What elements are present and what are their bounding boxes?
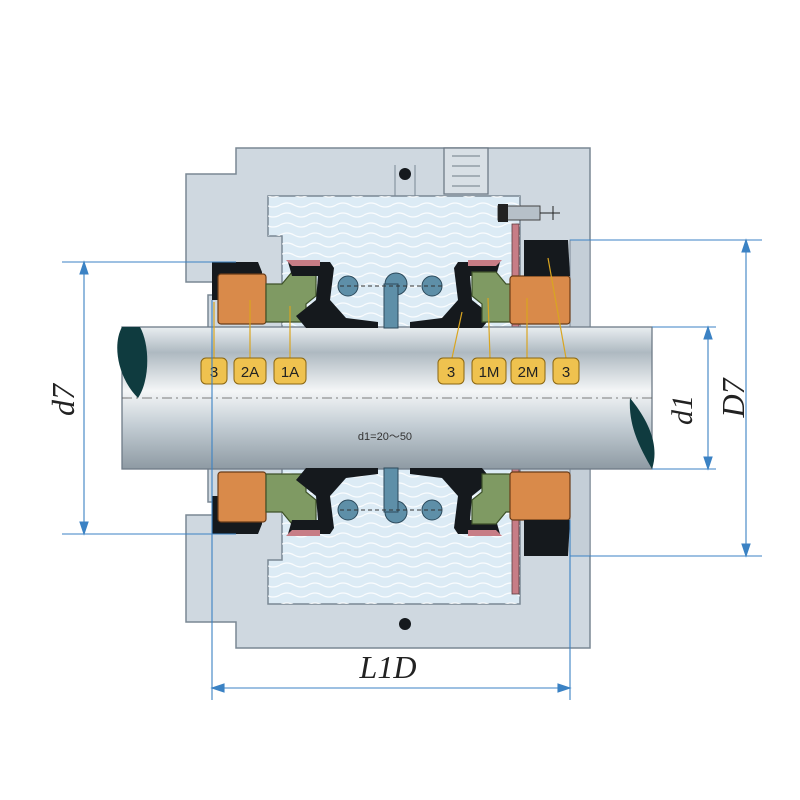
shaft-spec-text: d1=20～50 [358,431,412,443]
case-left-bottom [286,530,320,536]
label-2M: 2M [518,364,539,381]
seat-ring-2A-top [217,273,267,325]
label-3-mid: 3 [447,364,455,381]
bellows-right-top [410,262,500,328]
dim-label-d1: d1 [666,395,699,425]
label-badge-3-mid [437,357,465,385]
dim-label-L1D: L1D [359,649,417,685]
part-labels-right: 3 1M 2M 3 [437,357,580,385]
flush-port [443,147,489,195]
label-2A: 2A [241,364,259,381]
case-right-bottom [468,530,502,536]
bellows-right-bottom [410,468,500,534]
dimension-lines [62,238,762,700]
label-3-right: 3 [562,364,570,381]
case-right-top [468,260,502,266]
dim-label-D7: D7 [715,376,751,418]
label-1M: 1M [479,364,500,381]
seat-ring-2M-bottom [509,471,571,521]
shaft-break-right [629,398,655,469]
housing-oring-bottom [399,618,411,630]
seat-ring-2A-bottom [217,471,267,523]
spring-retainer-bottom [383,467,399,513]
shaft-break-left [117,327,148,398]
label-badge-3-left [200,357,228,385]
label-3-left: 3 [210,364,218,381]
elastomer-right-bottom [524,520,570,556]
case-left-top [286,260,320,266]
label-badge-1A [273,357,307,385]
housing-oring-top [399,168,411,180]
bellows-left-top [288,262,378,328]
spring-retainer-top [383,283,399,329]
seal-face-1A-top [265,271,317,323]
label-badge-3-right [552,357,580,385]
label-badge-2M [510,357,546,385]
label-1A: 1A [281,364,299,381]
seat-ring-2M-top [509,275,571,325]
part-labels-left: 3 2A 1A [200,357,307,385]
leader-lines [213,257,567,359]
bellows-left-bottom [288,468,378,534]
label-badge-1M [471,357,507,385]
label-badge-2A [233,357,267,385]
elastomer-right-top [524,240,570,276]
dim-label-d7: d7 [45,382,81,416]
